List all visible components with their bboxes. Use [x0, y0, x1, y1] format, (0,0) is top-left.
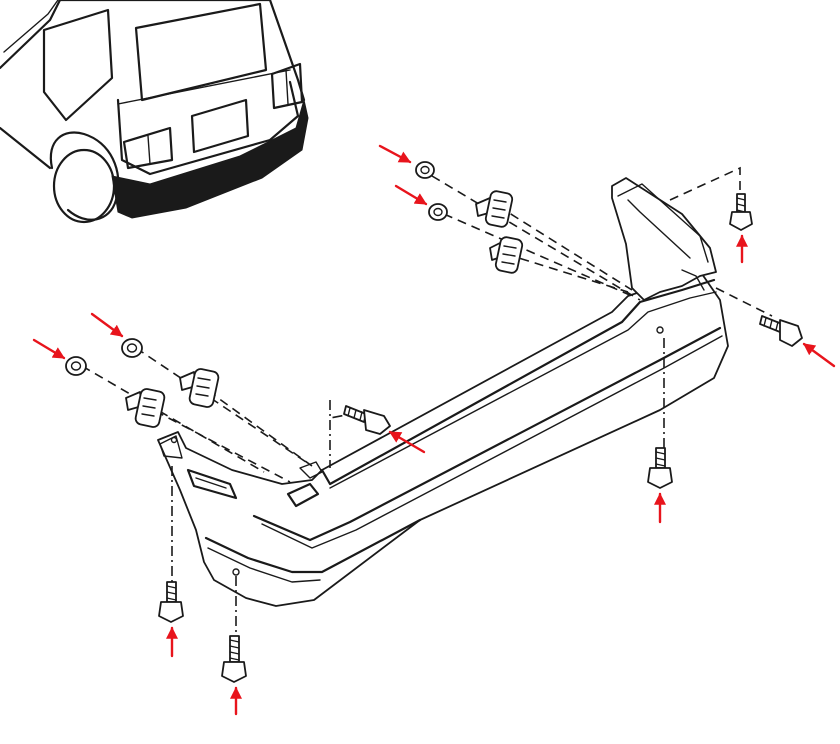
arrow-icon: [32, 338, 66, 360]
nut-icon: [121, 338, 143, 358]
fasteners: [65, 161, 803, 683]
arrow-icon: [90, 312, 124, 338]
nut-icon: [428, 203, 448, 221]
bolt-icon: [221, 635, 247, 683]
rear-bumper: [157, 177, 729, 607]
clip-icon: [125, 388, 166, 428]
arrow-icon: [802, 342, 836, 368]
bolt-icon: [343, 405, 391, 435]
clip-icon: [475, 190, 514, 228]
arrow-icon: [394, 184, 428, 206]
bolt-icon: [759, 315, 803, 347]
highlighted-bumper: [111, 99, 309, 219]
bolt-icon: [158, 581, 184, 623]
nut-icon: [65, 356, 87, 376]
arrow-icon: [388, 430, 426, 454]
clip-icon: [489, 236, 524, 274]
arrow-icon: [378, 144, 412, 164]
car-rear: [0, 0, 309, 224]
nut-icon: [415, 161, 435, 179]
bolt-icon: [647, 447, 673, 489]
pointer-arrows: [32, 144, 836, 716]
clip-icon: [179, 368, 220, 408]
bolt-icon: [729, 193, 753, 231]
